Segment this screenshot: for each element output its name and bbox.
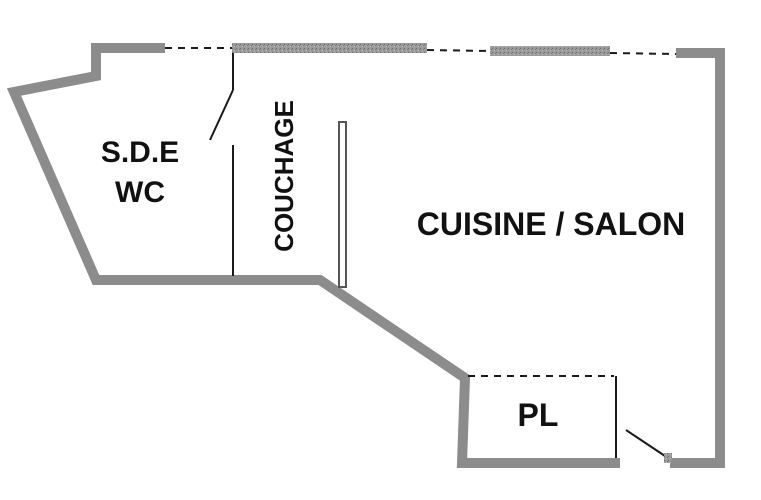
top-wall-segment xyxy=(232,43,427,53)
top-wall-segment xyxy=(490,46,610,56)
window-dashed-line xyxy=(609,52,677,55)
entrance-door-swing xyxy=(625,429,669,459)
bathroom-door-swing xyxy=(209,89,234,141)
closet xyxy=(338,121,347,288)
room-label-cuisine-salon: CUISINE / SALON xyxy=(417,206,685,242)
room-label-pl: PL xyxy=(518,397,559,433)
room-label-wc: WC xyxy=(115,176,165,209)
door-jamb xyxy=(664,453,672,463)
room-label-sde: S.D.E xyxy=(101,136,179,169)
window-dashed-line xyxy=(426,49,491,52)
outer-wall-left xyxy=(6,43,620,468)
outer-wall-right xyxy=(670,48,725,468)
room-label-couchage: COUCHAGE xyxy=(269,100,299,252)
